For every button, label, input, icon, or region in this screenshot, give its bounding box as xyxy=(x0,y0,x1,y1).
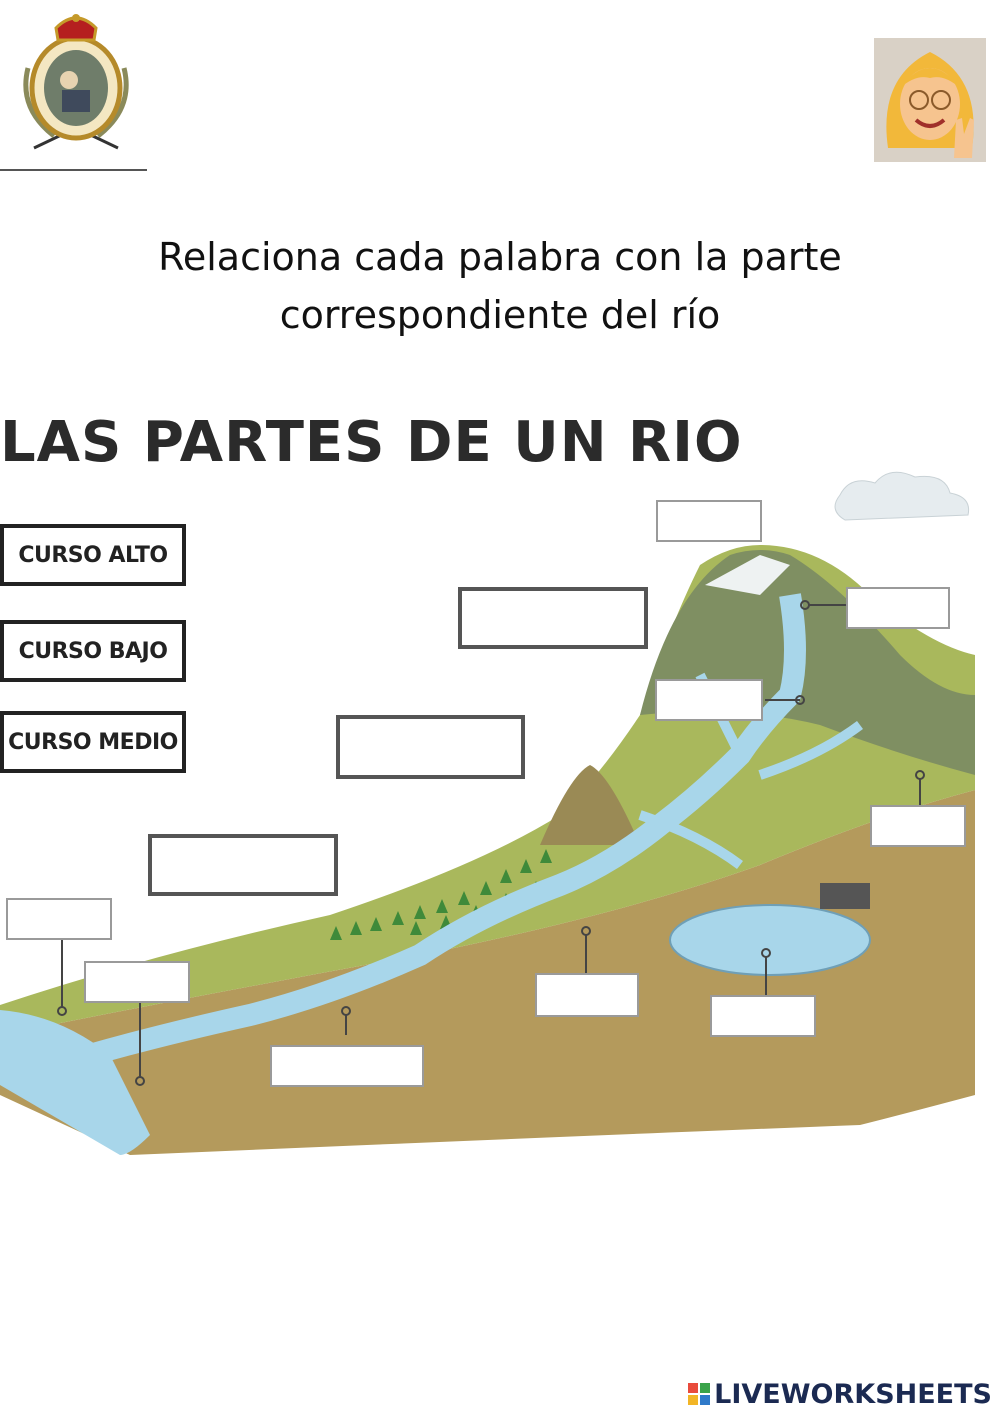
label-input-6[interactable] xyxy=(84,961,190,1003)
soil-layer xyxy=(0,790,975,1155)
footer-brand-text: LIVEWORKSHEETS xyxy=(714,1378,992,1410)
mountain xyxy=(640,550,975,775)
diagram-title: LAS PARTES DE UN RIO xyxy=(0,410,743,475)
word-curso-medio[interactable]: CURSO MEDIO xyxy=(0,711,186,773)
label-input-4[interactable] xyxy=(870,805,966,847)
label-input-3[interactable] xyxy=(655,679,763,721)
label-input-1[interactable] xyxy=(656,500,762,542)
instruction-text: Relaciona cada palabra con la parte corr… xyxy=(100,228,900,344)
forest xyxy=(330,849,552,940)
liveworksheets-grid-icon xyxy=(688,1383,711,1405)
drop-box-1[interactable] xyxy=(458,587,648,649)
drop-box-3[interactable] xyxy=(148,834,338,896)
cloud-icon xyxy=(834,471,970,521)
label-input-5[interactable] xyxy=(6,898,112,940)
liveworksheets-logo: LIVEWORKSHEETS xyxy=(688,1377,992,1411)
instruction-line-2: correspondiente del río xyxy=(279,293,721,337)
instruction-line-1: Relaciona cada palabra con la parte xyxy=(158,235,842,279)
teacher-avatar-icon xyxy=(874,38,986,162)
hill xyxy=(540,765,640,845)
school-crest-icon xyxy=(23,14,129,150)
header-divider xyxy=(0,169,147,171)
drop-box-2[interactable] xyxy=(336,715,525,779)
label-input-9[interactable] xyxy=(270,1045,424,1087)
label-input-2[interactable] xyxy=(846,587,950,629)
label-input-8[interactable] xyxy=(710,995,816,1037)
word-curso-alto[interactable]: CURSO ALTO xyxy=(0,524,186,586)
river-diagram xyxy=(0,471,975,1155)
word-curso-bajo[interactable]: CURSO BAJO xyxy=(0,620,186,682)
sea-delta xyxy=(0,1010,150,1155)
label-connectors xyxy=(57,600,925,1086)
label-input-7[interactable] xyxy=(535,973,639,1017)
river xyxy=(86,593,806,1066)
lake xyxy=(669,904,871,976)
dam xyxy=(820,883,870,909)
